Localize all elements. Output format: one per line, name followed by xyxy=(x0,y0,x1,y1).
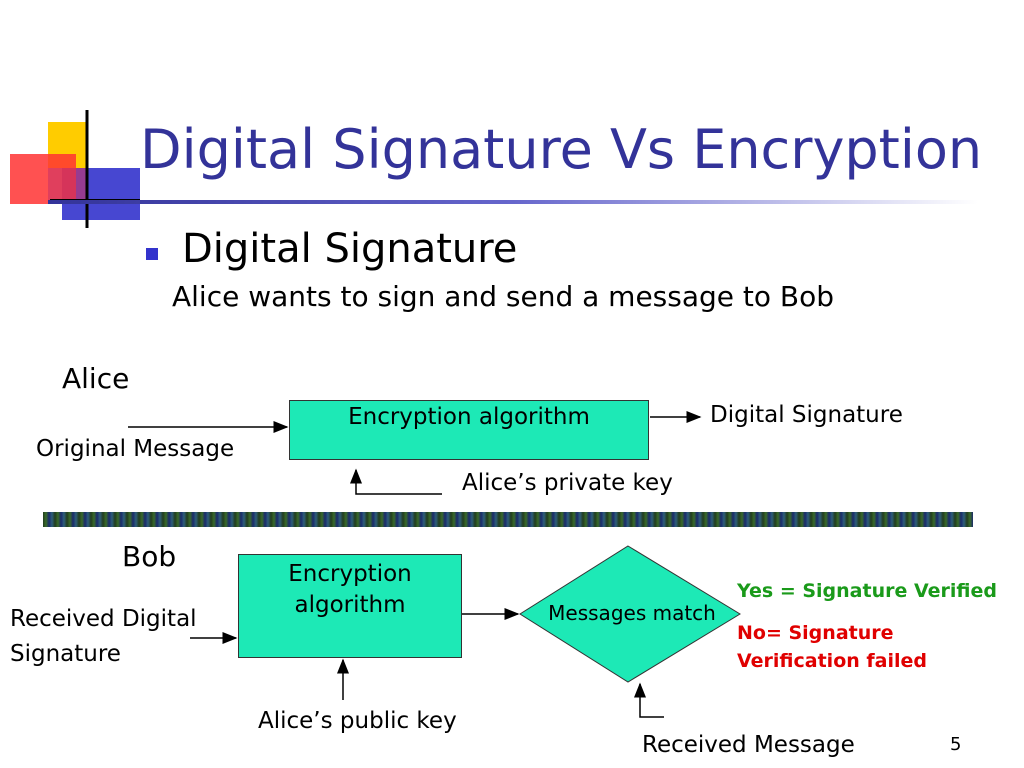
decision-label: Messages match xyxy=(548,601,716,625)
bob-encryption-line2: algorithm xyxy=(294,592,406,619)
bullet-icon xyxy=(146,248,158,260)
no-label-line1: No= Signature xyxy=(737,622,894,644)
section-divider xyxy=(43,512,973,527)
bullet-heading: Digital Signature xyxy=(182,226,518,272)
page-title: Digital Signature Vs Encryption xyxy=(140,118,983,181)
bob-label: Bob xyxy=(122,540,177,573)
received-message-label: Received Message xyxy=(642,732,855,758)
bob-encryption-line1: Encryption xyxy=(288,561,412,587)
no-label-line2: Verification failed xyxy=(737,650,927,672)
decision-diamond xyxy=(519,545,741,683)
alice-label: Alice xyxy=(62,362,130,395)
arrow-received-message xyxy=(634,682,664,718)
bob-encryption-box: Encryption algorithm xyxy=(238,554,462,658)
received-signature-line2: Signature xyxy=(10,641,121,667)
public-key-label: Alice’s public key xyxy=(258,708,457,734)
subheading: Alice wants to sign and send a message t… xyxy=(172,280,835,313)
arrow-private-key xyxy=(350,468,442,495)
title-underline xyxy=(48,200,978,204)
private-key-label: Alice’s private key xyxy=(462,470,673,496)
original-message-label: Original Message xyxy=(36,436,235,462)
received-signature-line1: Received Digital xyxy=(10,606,197,632)
alice-encryption-box: Encryption algorithm xyxy=(289,400,649,460)
digital-signature-label: Digital Signature xyxy=(710,402,903,428)
page-number: 5 xyxy=(950,734,962,755)
alice-encryption-label: Encryption algorithm xyxy=(348,404,590,430)
yes-label: Yes = Signature Verified xyxy=(737,580,997,602)
